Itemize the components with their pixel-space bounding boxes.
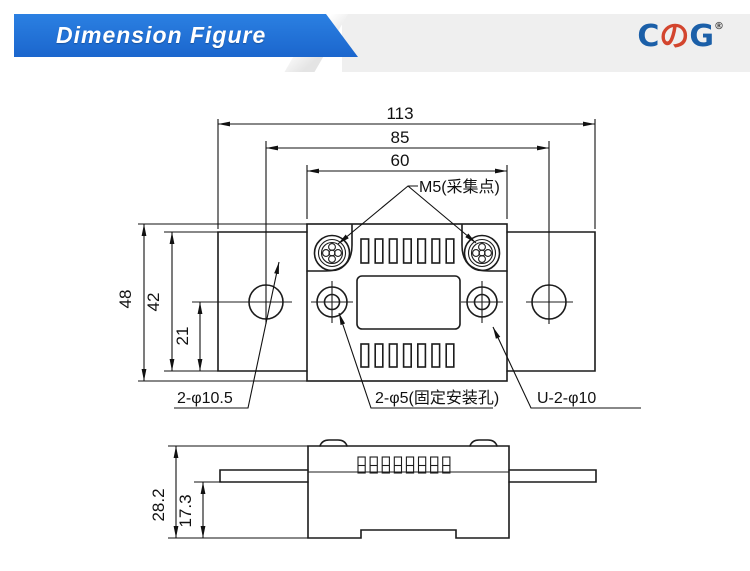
dim-113-value: 113 [386,104,413,123]
dim-17-3-value: 17.3 [176,494,195,527]
body-outline [306,223,508,382]
label-counterbore: U-2-φ10 [492,326,641,409]
dim-60: 60 [306,151,508,219]
dim-85: 85 [265,128,550,324]
logo-letter-c: C [637,19,660,54]
label-mount-holes-text: 2-φ5(固定安装孔) [375,389,499,407]
logo-registered-mark: ® [714,21,724,32]
dim-21: 21 [173,302,203,371]
brand-logo: CのG® [637,22,724,52]
mount-hole-right [461,281,503,323]
label-window [356,275,461,330]
dim-60-value: 60 [391,151,410,170]
header-banner: Dimension Figure [14,14,358,57]
dim-48: 48 [116,223,307,382]
m5-screw-right [463,234,501,272]
label-mount-holes: 2-φ5(固定安装孔) [338,312,499,409]
label-wing-holes-text: 2-φ10.5 [177,390,233,407]
side-connector-slots [357,456,451,474]
side-screw-bump-right [469,439,498,447]
label-m5-text: M5(采集点) [419,178,500,196]
side-body-outline [307,445,510,539]
wing-hole-left [192,284,292,320]
side-plate-right [508,469,597,483]
label-wing-holes: 2-φ10.5 [174,261,280,409]
side-view: 28.2 17.3 [149,439,597,539]
dim-17-3: 17.3 [176,481,222,538]
vent-slots-bottom [360,343,455,368]
dim-42: 42 [144,231,218,372]
dim-48-value: 48 [116,290,135,309]
right-wing-outline [506,231,596,372]
side-plate-left [219,469,309,483]
label-counterbore-text: U-2-φ10 [537,390,596,407]
mount-hole-left [311,281,353,323]
dim-42-value: 42 [144,293,163,312]
vent-slots-top [360,238,455,264]
logo-letter-no: の [659,19,690,54]
page-title: Dimension Figure [56,22,267,48]
dim-21-value: 21 [173,327,192,346]
top-view: 113 85 60 48 42 [116,104,641,409]
m5-screw-left [313,234,351,272]
dim-85-value: 85 [391,128,410,147]
header-gray-band [342,14,750,72]
logo-letter-g: G [689,19,714,54]
dim-28-2: 28.2 [149,445,308,539]
dim-113: 113 [217,104,596,229]
dim-28-2-value: 28.2 [149,488,168,521]
label-m5: M5(采集点) [337,178,500,245]
side-screw-bump-left [319,439,348,447]
